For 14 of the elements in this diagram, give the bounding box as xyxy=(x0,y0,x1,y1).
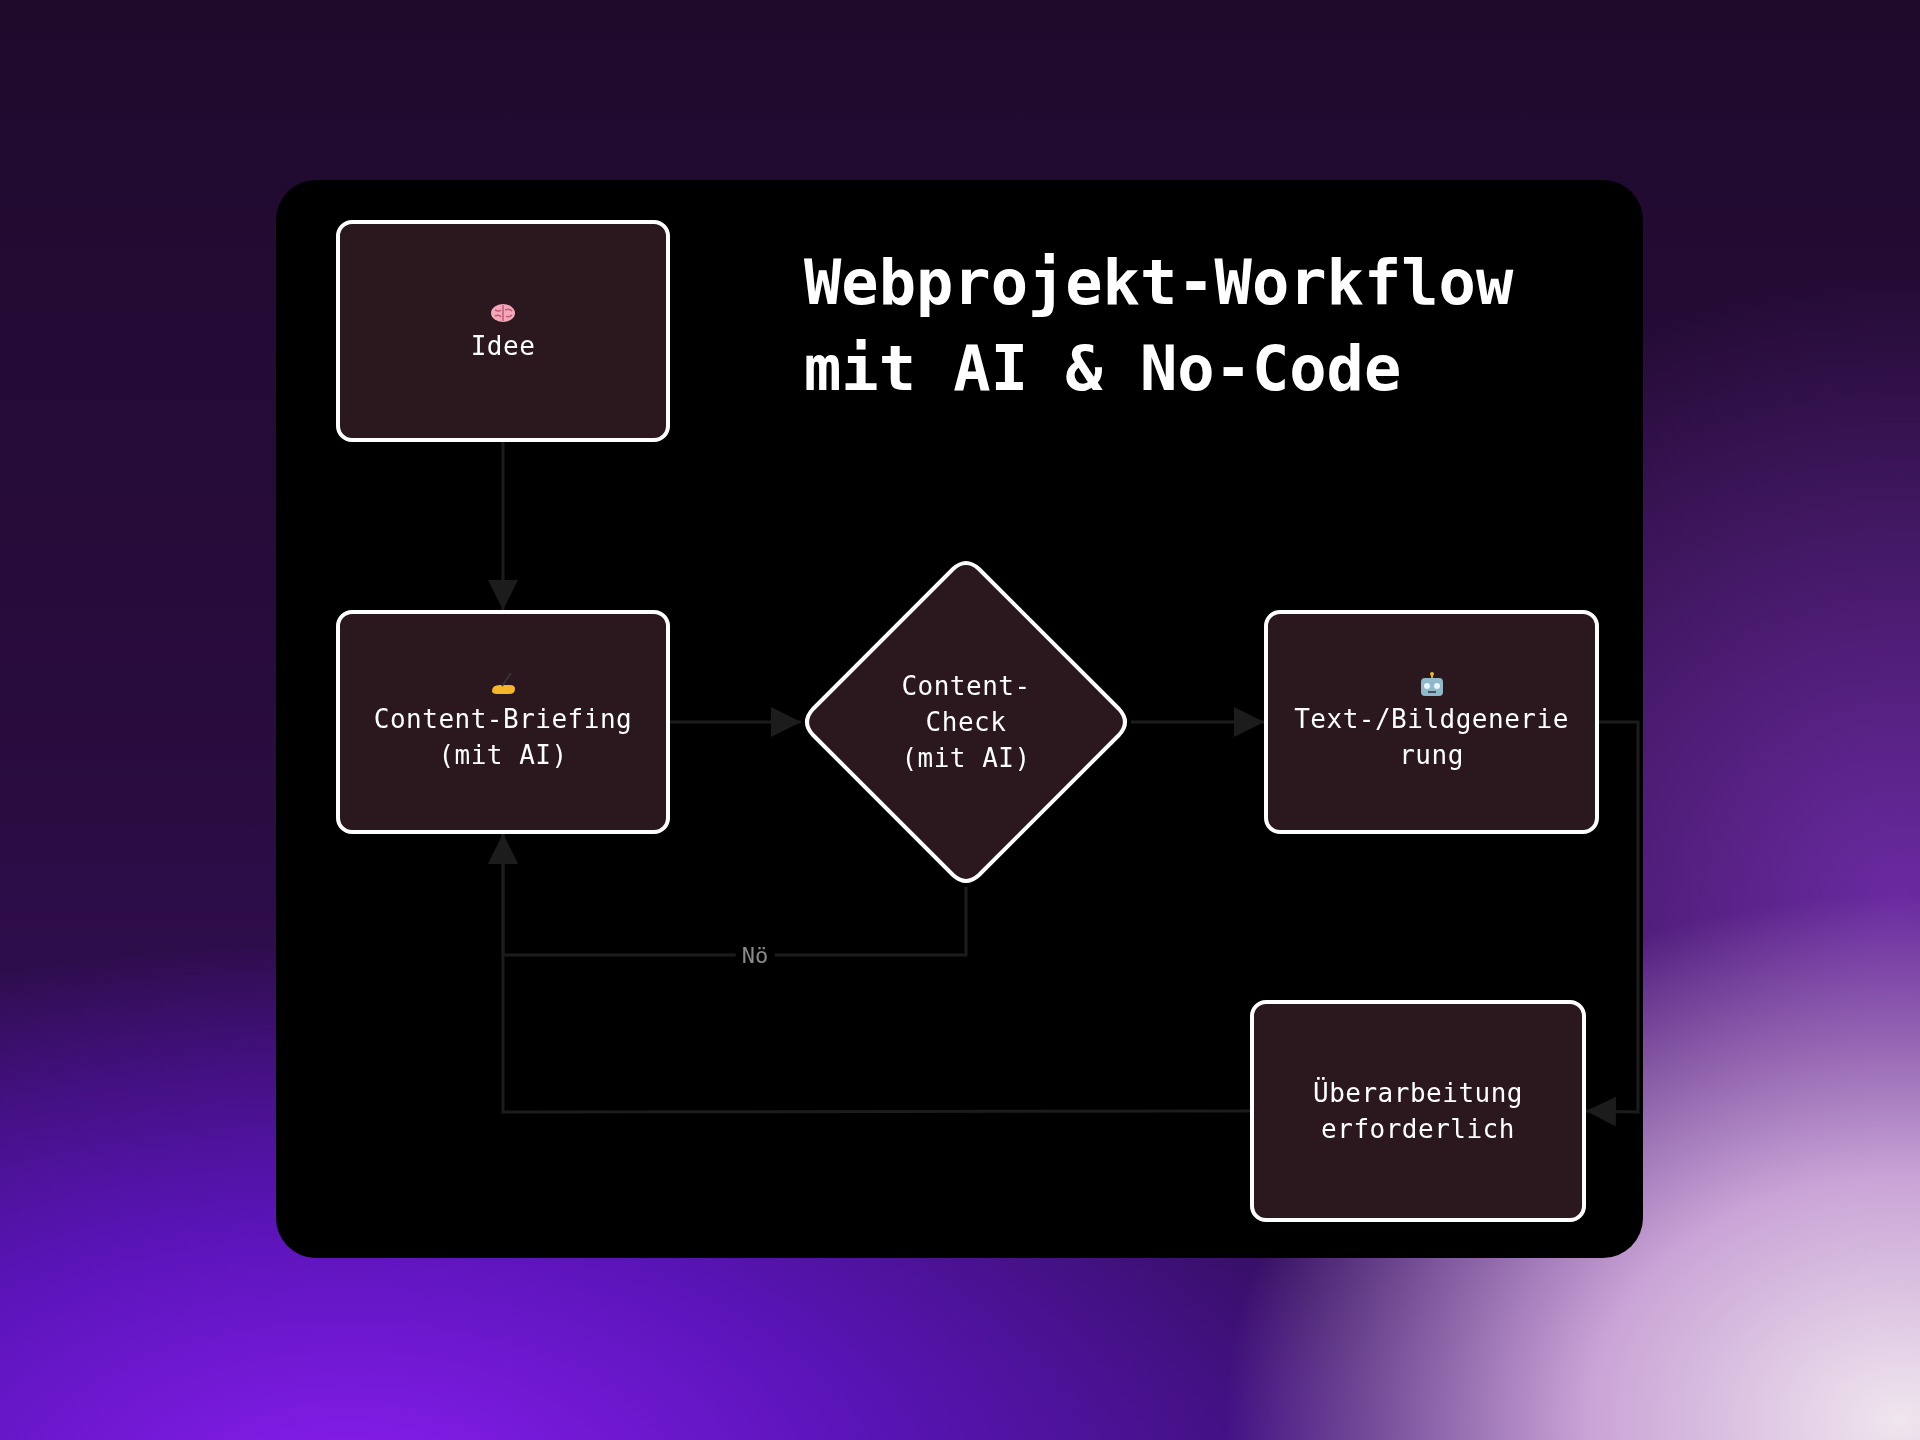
node-label: Text-/Bildgenerierung xyxy=(1293,703,1570,772)
process-box xyxy=(1264,610,1599,834)
arrow xyxy=(488,442,518,610)
arrow xyxy=(1131,707,1264,737)
arrow xyxy=(1585,720,1640,1127)
process-box xyxy=(1250,1000,1586,1222)
process-box xyxy=(336,220,670,442)
node-label: Content-Check (mit AI) xyxy=(900,670,1032,775)
node-label: Content-Briefing (mit AI) xyxy=(372,703,634,772)
diagram-title: Webprojekt-Workflow mit AI & No-Code xyxy=(804,245,1515,407)
node-label: Idee xyxy=(470,330,536,363)
node-label: Überarbeitung erforderlich xyxy=(1312,1076,1524,1146)
arrow xyxy=(670,707,801,737)
process-box xyxy=(336,610,670,834)
